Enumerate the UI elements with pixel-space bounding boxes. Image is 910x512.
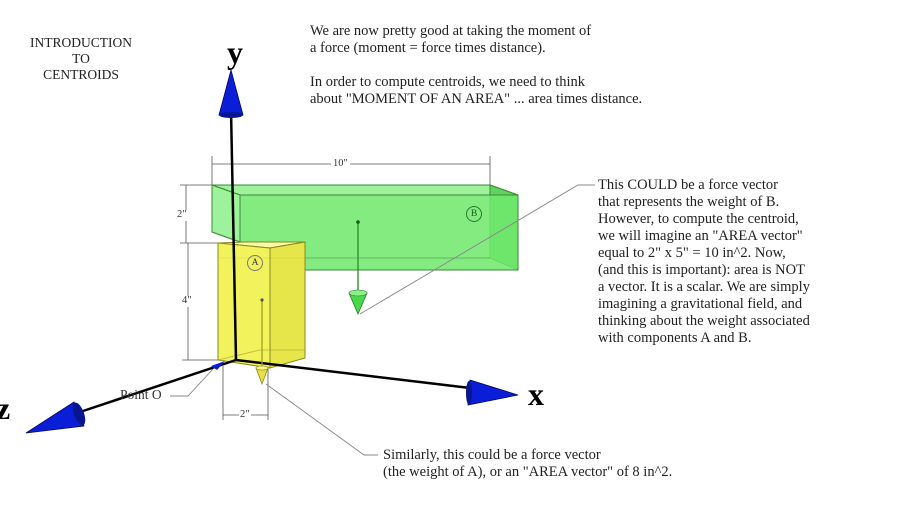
b-note-line: equal to 2" x 5" = 10 in^2. Now, (598, 245, 786, 261)
point-o-marker (211, 361, 225, 370)
a-note-line: Similarly, this could be a force vector (383, 447, 601, 463)
b-note-line: that represents the weight of B. (598, 194, 780, 210)
b-note-line: imagining a gravitational field, and (598, 296, 803, 312)
dim-b-height: 2" (177, 209, 187, 221)
component-b-note: This COULD be a force vector that repres… (598, 177, 810, 347)
leader-lines (170, 184, 595, 456)
b-note-line: with components A and B. (598, 330, 752, 346)
component-a-note: Similarly, this could be a force vector … (383, 447, 672, 481)
intro-line: CENTROIDS (43, 67, 119, 82)
x-axis (235, 358, 519, 406)
weight-vector-a (255, 298, 269, 386)
y-axis-label: y (227, 34, 243, 70)
z-axis-label: z (0, 390, 11, 426)
b-note-line: (and this is important): area is NOT (598, 262, 805, 278)
component-a-label: A (247, 255, 263, 271)
weight-vector-b (348, 220, 368, 316)
intro-line: TO (72, 51, 90, 66)
dim-top-width: 10" (331, 158, 350, 170)
a-note-line: (the weight of A), or an "AREA vector" o… (383, 464, 673, 480)
y-axis (218, 68, 244, 361)
x-axis-label: x (528, 376, 544, 412)
dim-a-width: 2" (239, 409, 251, 421)
b-note-line: However, to compute the centroid, (598, 211, 799, 227)
component-b-label: B (466, 206, 482, 222)
top-note-line: We are now pretty good at taking the mom… (310, 23, 592, 39)
component-a-box (217, 241, 306, 369)
point-o-label: Point O (120, 387, 162, 402)
b-note-line: This COULD be a force vector (598, 177, 778, 193)
top-note: We are now pretty good at taking the mom… (310, 23, 642, 108)
top-note-line: about "MOMENT OF AN AREA" ... area times… (310, 91, 643, 107)
top-note-line: In order to compute centroids, we need t… (310, 74, 586, 90)
dim-a-height: 4" (182, 295, 192, 307)
b-note-line: thinking about the weight associated (598, 313, 810, 329)
z-axis (25, 358, 237, 434)
intro-title: INTRODUCTION TO CENTROIDS (18, 35, 144, 83)
top-note-line: a force (moment = force times distance). (310, 40, 546, 56)
b-note-line: a vector. It is a scalar. We are simply (598, 279, 810, 295)
b-note-line: we will imagine an "AREA vector" (598, 228, 803, 244)
intro-line: INTRODUCTION (30, 35, 132, 50)
